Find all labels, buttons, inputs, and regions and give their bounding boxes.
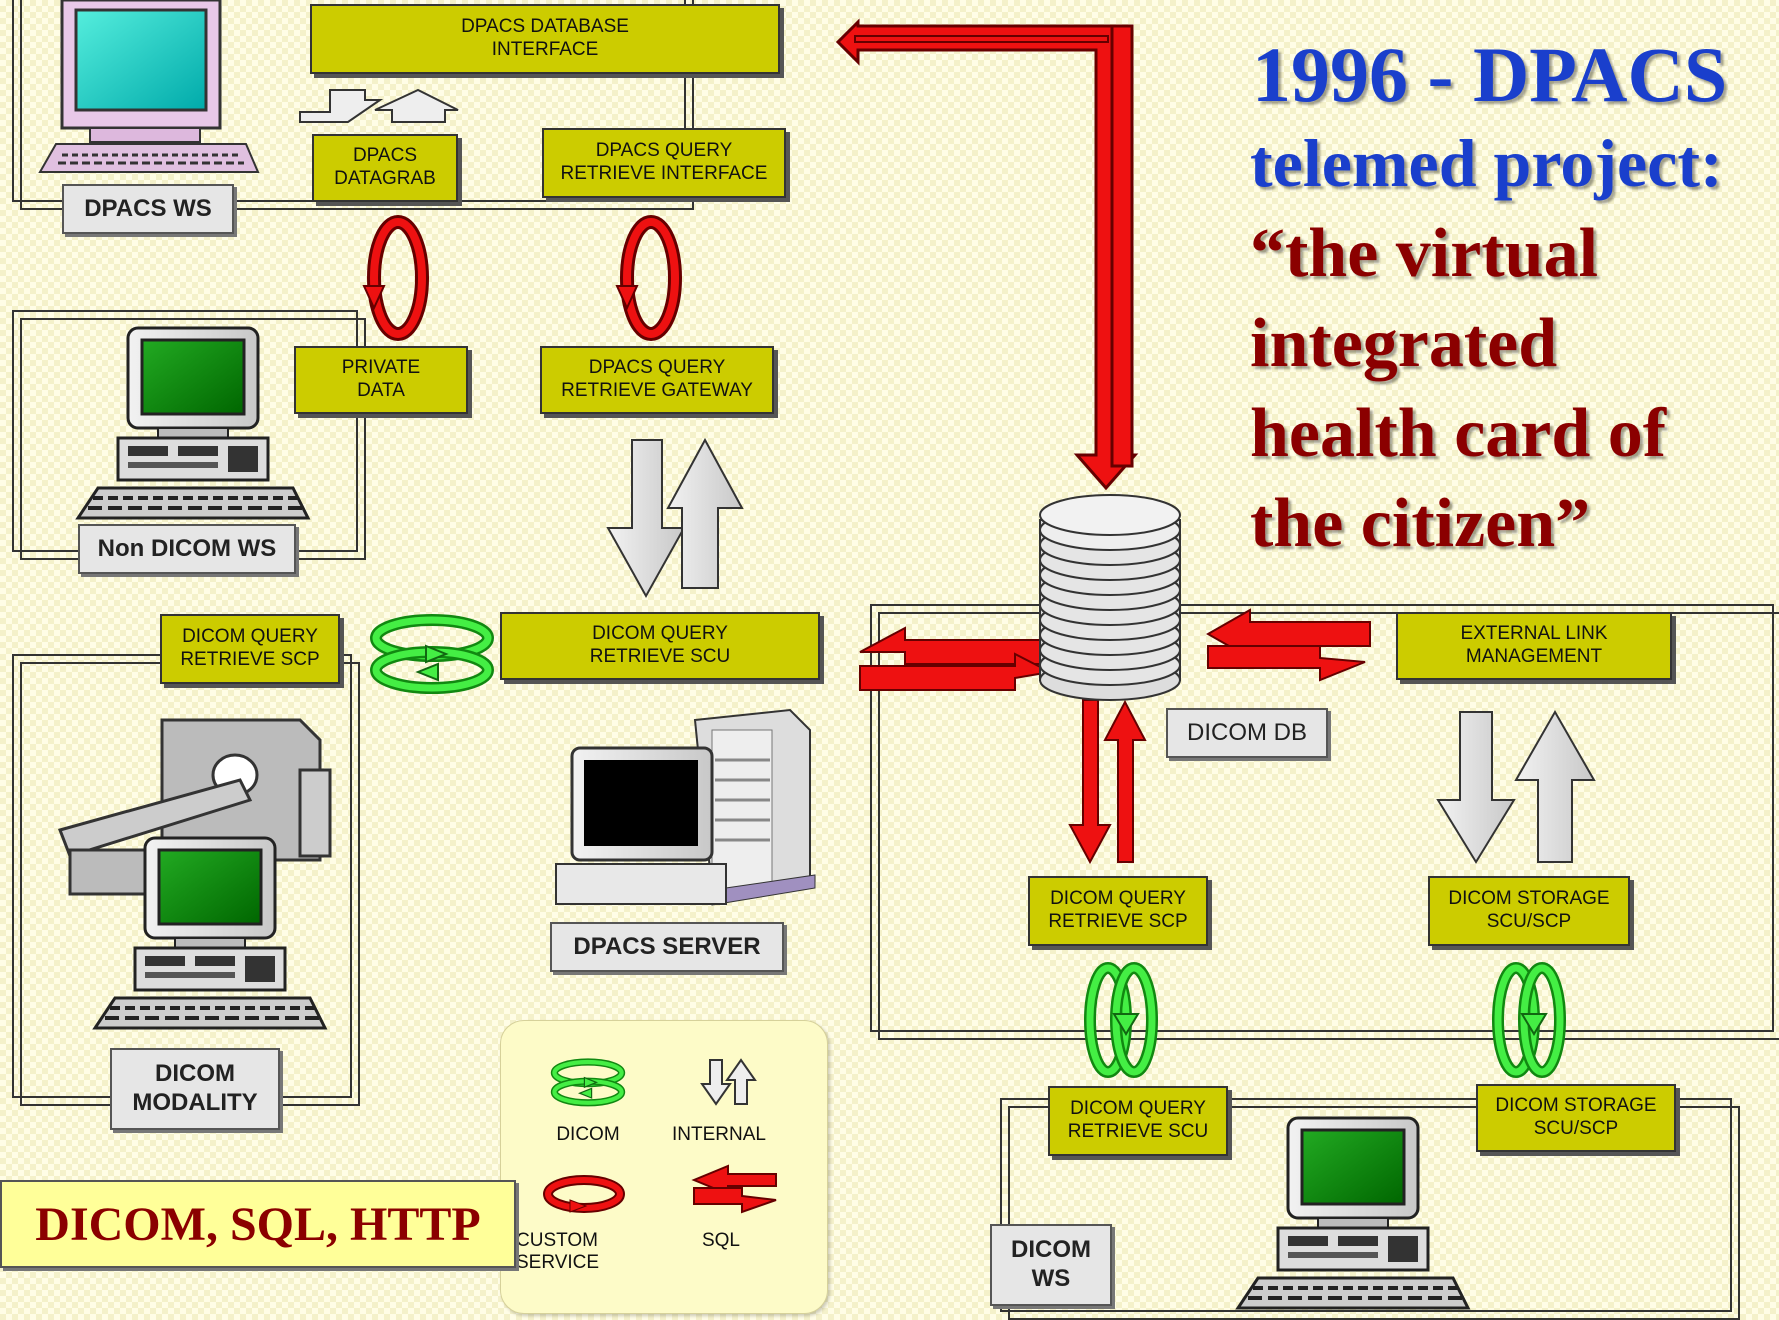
internal-arrows-gateway: [606, 437, 744, 599]
custom-service-ring-qr: [617, 222, 675, 334]
dpacs-ws-computer-icon: [38, 0, 260, 173]
legend-internal-label: INTERNAL: [672, 1124, 766, 1145]
dicom-ring-storage: [1498, 968, 1560, 1072]
title-quote-line-3: health card of: [1250, 395, 1667, 472]
title-quote-line-2: integrated: [1250, 305, 1558, 382]
dicom-modality-label: DICOM MODALITY: [110, 1048, 280, 1130]
sql-arrow-db-to-interface: [835, 18, 1139, 491]
external-link-management-box: EXTERNAL LINK MANAGEMENT: [1396, 612, 1672, 680]
dicom-database-icon: [1039, 494, 1181, 701]
legend-internal-icon: [700, 1058, 757, 1106]
dicom-ring-left: [376, 620, 488, 688]
legend-sql-icon: [691, 1164, 777, 1214]
title-quote-line-4: the citizen”: [1250, 485, 1591, 562]
title-line-2: telemed project:: [1250, 125, 1723, 201]
legend-custom-service-label: CUSTOM SERVICE: [516, 1230, 600, 1273]
dpacs-datagrab-box: DPACS DATAGRAB: [312, 134, 458, 202]
dicom-storage-bottom-box: DICOM STORAGE SCU/SCP: [1476, 1084, 1676, 1152]
sql-arrows-db-external: [1205, 608, 1371, 682]
dpacs-database-interface-box: DPACS DATABASE INTERFACE: [310, 4, 780, 74]
legend-dicom-label: DICOM: [556, 1124, 620, 1145]
internal-up-arrow-small: [374, 88, 459, 123]
dpacs-ws-label: DPACS WS: [62, 184, 234, 234]
dpacs-qr-interface-box: DPACS QUERY RETRIEVE INTERFACE: [542, 128, 786, 198]
internal-down-arrow-small: [299, 89, 384, 123]
dicom-qr-scu-center-box: DICOM QUERY RETRIEVE SCU: [500, 612, 820, 680]
non-dicom-ws-label: Non DICOM WS: [78, 524, 296, 574]
private-data-box: PRIVATE DATA: [294, 346, 468, 414]
ct-scanner-icon: [58, 718, 332, 896]
protocols-label: DICOM, SQL, HTTP: [0, 1180, 516, 1268]
custom-service-ring-datagrab: [364, 222, 422, 334]
legend-dicom-icon: [554, 1062, 621, 1103]
legend-custom-service-icon: [543, 1175, 625, 1213]
dicom-qr-scp-left-box: DICOM QUERY RETRIEVE SCP: [160, 614, 340, 684]
dicom-qr-scp-right-box: DICOM QUERY RETRIEVE SCP: [1028, 876, 1208, 946]
title-quote-line-1: “the virtual: [1250, 215, 1599, 292]
dpacs-server-icon: [555, 708, 816, 906]
dpacs-qr-gateway-box: DPACS QUERY RETRIEVE GATEWAY: [540, 346, 774, 414]
dpacs-server-label: DPACS SERVER: [550, 922, 784, 972]
dicom-db-frame: [870, 604, 1779, 1040]
dicom-ring-qr: [1090, 968, 1152, 1072]
dicom-ws-label: DICOM WS: [990, 1224, 1112, 1306]
dicom-storage-top-box: DICOM STORAGE SCU/SCP: [1428, 876, 1630, 946]
dicom-ws-computer-icon: [1236, 1116, 1470, 1310]
internal-arrows-external: [1436, 709, 1596, 864]
sql-arrows-db-scu: [859, 626, 1054, 691]
legend-sql-label: SQL: [701, 1230, 741, 1251]
title-line-1: 1996 - DPACS: [1252, 31, 1728, 118]
sql-arrows-db-scp: [1068, 699, 1147, 865]
dicom-qr-scu-bottom-box: DICOM QUERY RETRIEVE SCU: [1048, 1086, 1228, 1156]
dicom-db-label: DICOM DB: [1166, 708, 1328, 758]
non-dicom-computer-icon: [76, 326, 310, 520]
